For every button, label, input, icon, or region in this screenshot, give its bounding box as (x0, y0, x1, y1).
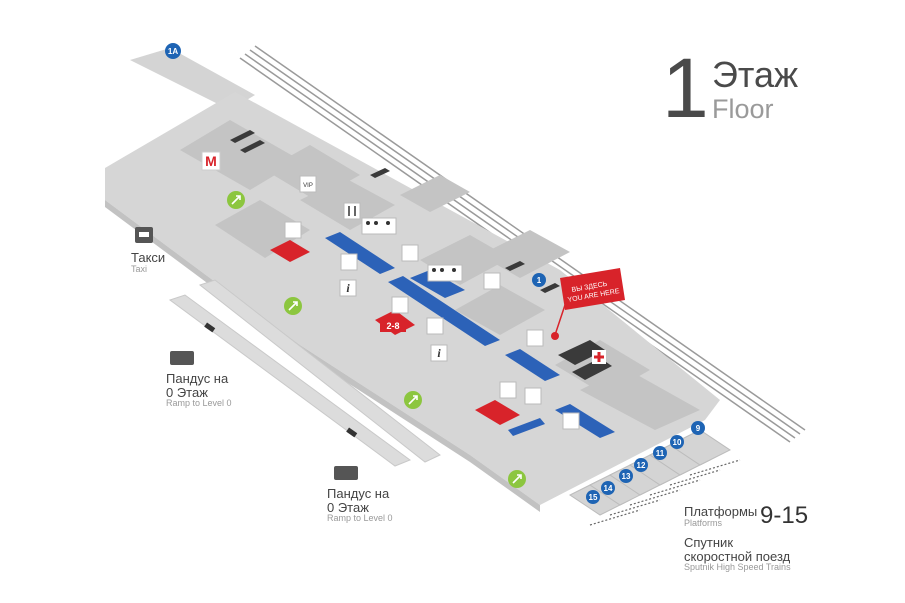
platforms-label: Платформы Platforms (684, 505, 757, 528)
svg-text:i: i (437, 346, 441, 360)
ramp-label-1-line1: Пандус на (166, 371, 229, 386)
ramp-label-2-line2: 0 Этаж (327, 499, 369, 515)
walkway-1a (130, 48, 255, 110)
floor-title-en: Floor (712, 94, 774, 124)
svg-text:12: 12 (637, 461, 646, 470)
taxi-label-ru: Такси (131, 250, 166, 265)
ramp-opening-1 (204, 322, 216, 333)
svg-text:1: 1 (537, 276, 542, 285)
svg-text:10: 10 (673, 438, 682, 447)
exit-badge-1a[interactable]: 1A (165, 43, 181, 59)
ramp-label-2: Пандус на 0 Этаж Ramp to Level 0 (327, 487, 393, 524)
main-floor (105, 92, 720, 505)
ramp-left (168, 294, 412, 467)
svg-text:1A: 1A (168, 47, 178, 56)
restaurant-icon[interactable] (343, 202, 361, 220)
ramp-icon-1[interactable] (170, 351, 194, 365)
taxi-icon[interactable] (135, 227, 153, 243)
platform-tracks (589, 459, 741, 526)
first-aid-icon[interactable] (592, 350, 606, 364)
info-icon-1[interactable]: i (339, 279, 357, 297)
platforms-label-en: Platforms (684, 517, 723, 528)
sputnik-label: Спутник скоростной поезд Sputnik High Sp… (684, 536, 791, 573)
ramp-icon-2[interactable] (334, 466, 358, 480)
ramp-label-1: Пандус на 0 Этаж Ramp to Level 0 (166, 372, 232, 409)
stairs-badge-2-8[interactable]: 2-8 (380, 320, 406, 332)
platform-badges[interactable]: 9 10 11 12 13 14 15 (586, 421, 705, 504)
svg-text:13: 13 (622, 472, 631, 481)
svg-text:11: 11 (656, 449, 665, 458)
ramp-label-2-en: Ramp to Level 0 (327, 513, 393, 524)
svg-text:14: 14 (604, 484, 613, 493)
sputnik-label-en: Sputnik High Speed Trains (684, 562, 791, 573)
main-floor-side (105, 200, 540, 512)
svg-text:VIP: VIP (303, 183, 313, 189)
ramp-label-1-line2: 0 Этаж (166, 384, 208, 400)
toilets-icon[interactable] (361, 217, 397, 235)
metro-icon[interactable]: М (201, 151, 221, 171)
sputnik-label-line2: скоростной поезд (684, 548, 791, 564)
floor-title-ru: Этаж (712, 54, 799, 95)
waiting-room-icon[interactable] (340, 244, 580, 430)
svg-text:2-8: 2-8 (386, 321, 399, 331)
exit-badge-1[interactable]: 1 (532, 273, 546, 287)
sputnik-label-line1: Спутник (684, 535, 734, 550)
blue-areas (325, 232, 615, 438)
you-are-here-marker: ВЫ ЗДЕСЬ YOU ARE HERE (551, 268, 625, 340)
ramp-right (198, 279, 441, 463)
floor-number: 1 (662, 41, 709, 135)
svg-text:15: 15 (589, 493, 598, 502)
tickets-icon[interactable] (284, 221, 517, 399)
platforms-range: 9-15 (760, 502, 809, 529)
vip-icon[interactable]: VIP (299, 175, 317, 193)
svg-text:9: 9 (696, 424, 701, 433)
ramp-label-1-en: Ramp to Level 0 (166, 398, 232, 409)
taxi-label: Такси Taxi (131, 251, 165, 274)
platforms-label-ru: Платформы (684, 504, 758, 519)
info-icon-2[interactable]: i (430, 344, 448, 362)
toilets-icon-2[interactable] (427, 264, 463, 282)
ramp-label-2-line1: Пандус на (327, 486, 390, 501)
svg-text:М: М (205, 153, 217, 169)
svg-text:i: i (346, 281, 350, 295)
ramp-opening-2 (346, 427, 358, 438)
taxi-label-en: Taxi (131, 263, 148, 274)
entrance-markers (227, 191, 526, 488)
